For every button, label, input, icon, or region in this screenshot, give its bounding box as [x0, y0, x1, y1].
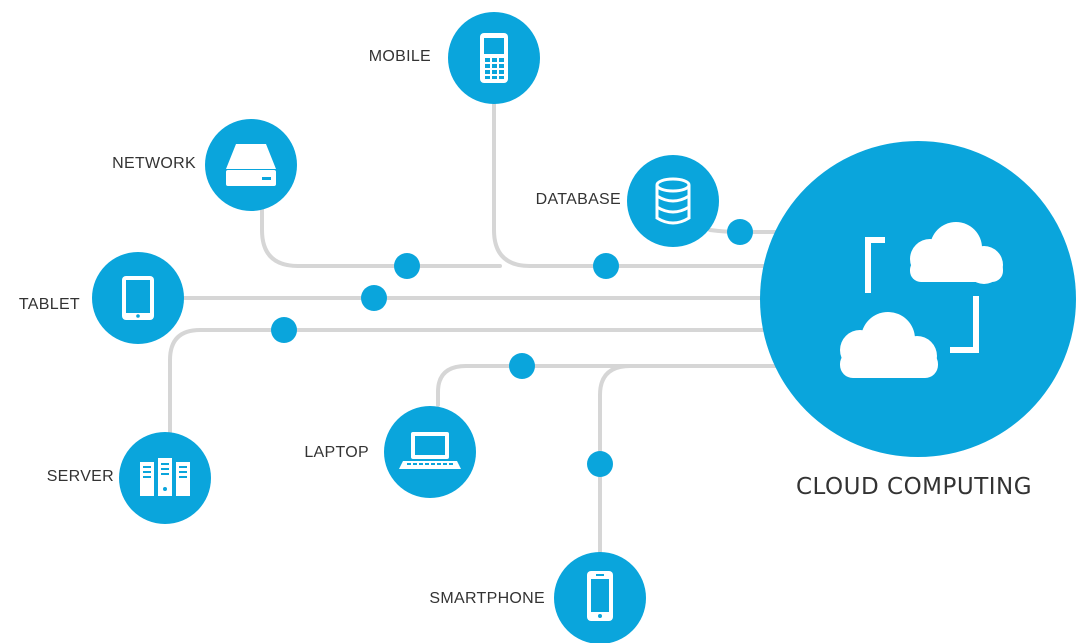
- hub-label: CLOUD COMPUTING: [796, 474, 1033, 500]
- label-database: DATABASE: [535, 191, 621, 208]
- mobile-phone-icon: [480, 33, 508, 83]
- label-server: SERVER: [46, 468, 114, 485]
- label-laptop: LAPTOP: [304, 444, 369, 461]
- connector-dot: [727, 219, 753, 245]
- connector-dot: [509, 353, 535, 379]
- cloud-sync-icon: [840, 222, 1003, 378]
- connector-dots: [271, 219, 753, 477]
- connector-dot: [361, 285, 387, 311]
- node-tablet: [92, 252, 184, 344]
- hub-circle: [760, 141, 1076, 457]
- node-mobile: [448, 12, 540, 104]
- smartphone-icon: [587, 571, 613, 621]
- tablet-icon: [122, 276, 154, 320]
- node-smartphone: [554, 552, 646, 643]
- connector-smartphone: [598, 364, 792, 557]
- label-tablet: TABLET: [18, 296, 80, 313]
- network-drive-icon: [226, 144, 276, 186]
- node-database: [627, 155, 719, 247]
- label-network: NETWORK: [112, 155, 196, 172]
- cloud-computing-hub: [760, 141, 1076, 457]
- database-icon: [655, 177, 691, 225]
- label-mobile: MOBILE: [368, 48, 431, 65]
- label-smartphone: SMARTPHONE: [429, 590, 545, 607]
- connector-dot: [394, 253, 420, 279]
- connector-network: [260, 203, 502, 268]
- server-rack-icon: [140, 458, 190, 496]
- connector-dot: [587, 451, 613, 477]
- laptop-icon: [399, 432, 461, 469]
- connector-mobile: [492, 98, 772, 268]
- connector-lines: [168, 98, 802, 557]
- node-laptop: [384, 406, 476, 498]
- connector-dot: [271, 317, 297, 343]
- node-server: [119, 432, 211, 524]
- node-network: [205, 119, 297, 211]
- connector-laptop: [436, 364, 792, 407]
- connector-dot: [593, 253, 619, 279]
- connector-server: [168, 328, 802, 442]
